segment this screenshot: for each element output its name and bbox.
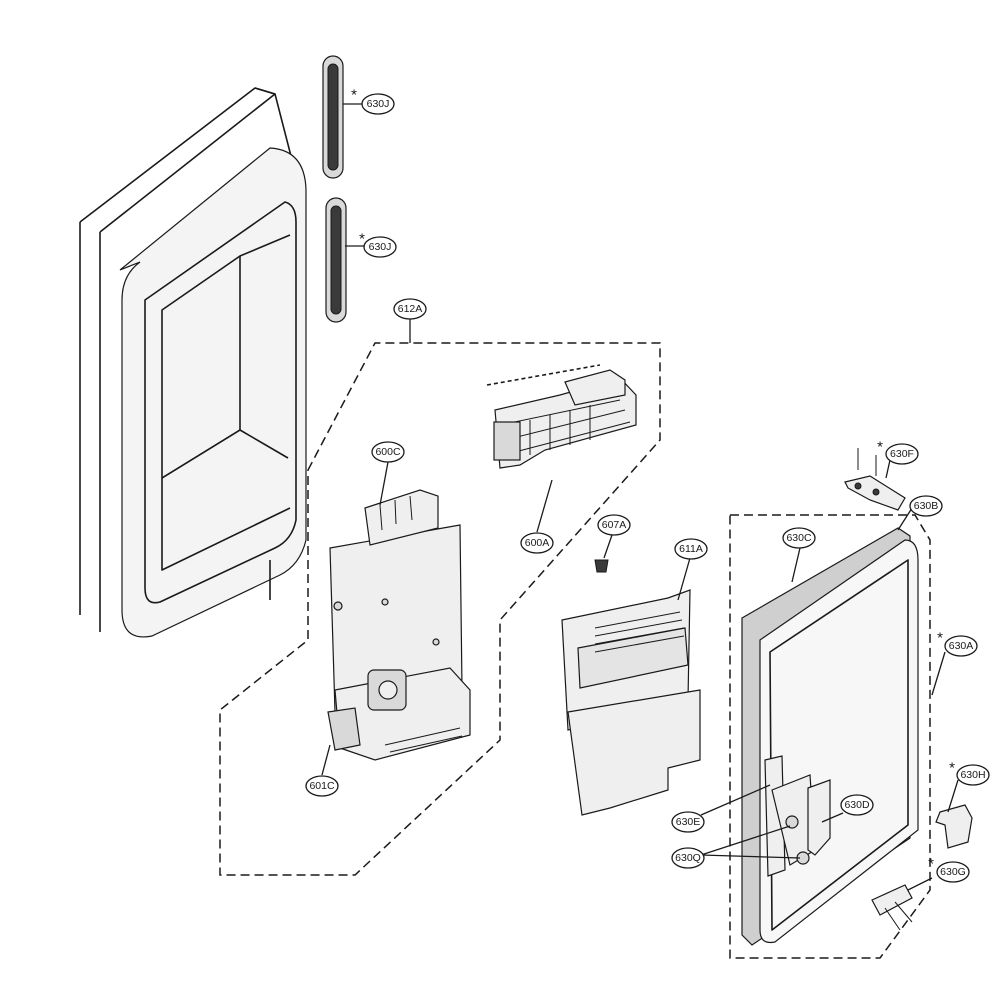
svg-text:612A: 612A <box>398 303 423 315</box>
svg-text:630C: 630C <box>786 532 812 544</box>
small-door-630b <box>741 527 919 946</box>
ice-cover-611a <box>561 589 701 816</box>
latch-630e <box>764 755 816 877</box>
svg-text:630B: 630B <box>914 500 939 512</box>
label-630j-bottom: * 630J <box>359 231 397 258</box>
handle-630d <box>807 779 831 856</box>
label-611a: 611A <box>674 538 708 560</box>
seal-630j-top <box>322 55 344 179</box>
label-630c: 630C <box>782 527 816 549</box>
label-630j-top: * 630J <box>351 87 395 115</box>
svg-text:630E: 630E <box>676 816 701 828</box>
label-601c: 601C <box>305 775 339 797</box>
label-630f: * 630F <box>877 439 919 465</box>
label-630d: 630D <box>840 794 874 816</box>
svg-text:*: * <box>949 760 955 777</box>
svg-text:607A: 607A <box>602 519 627 531</box>
svg-text:630G: 630G <box>940 866 966 878</box>
svg-text:*: * <box>351 87 357 104</box>
svg-text:630H: 630H <box>960 769 985 781</box>
label-630q: 630Q <box>671 847 705 869</box>
refrigerator-door <box>79 87 307 638</box>
screw-607a <box>594 559 609 573</box>
svg-text:630A: 630A <box>949 640 974 652</box>
svg-text:630Q: 630Q <box>675 852 701 864</box>
label-630e: 630E <box>671 811 705 833</box>
svg-text:611A: 611A <box>679 543 703 555</box>
assembly-612a-outline <box>219 342 661 876</box>
svg-text:*: * <box>359 231 365 248</box>
svg-text:*: * <box>937 630 943 647</box>
svg-text:630F: 630F <box>890 448 914 460</box>
label-630g: * 630G <box>928 856 970 883</box>
ice-maker-600a <box>486 364 637 469</box>
assembly-630a-outline <box>729 514 931 959</box>
label-607a: 607A <box>597 514 631 536</box>
hinge-630g <box>871 884 913 931</box>
label-630b: 630B <box>909 495 943 517</box>
leader-lines <box>321 103 959 891</box>
svg-text:630J: 630J <box>367 98 390 110</box>
svg-text:*: * <box>877 439 883 456</box>
label-630a: * 630A <box>937 630 978 657</box>
label-600c: 600C <box>371 441 405 463</box>
label-630h: * 630H <box>949 760 990 786</box>
svg-text:630D: 630D <box>844 799 870 811</box>
label-612a: 612A <box>393 298 427 320</box>
svg-text:600A: 600A <box>525 537 550 549</box>
bracket-630h <box>935 804 973 849</box>
svg-text:630J: 630J <box>369 241 392 253</box>
svg-text:600C: 600C <box>375 446 401 458</box>
svg-text:*: * <box>928 856 934 873</box>
label-600a: 600A <box>520 532 554 554</box>
seal-630j-bottom <box>325 197 347 323</box>
svg-text:601C: 601C <box>309 780 335 792</box>
hinge-630f <box>844 448 906 511</box>
bracket-600c <box>327 489 471 761</box>
